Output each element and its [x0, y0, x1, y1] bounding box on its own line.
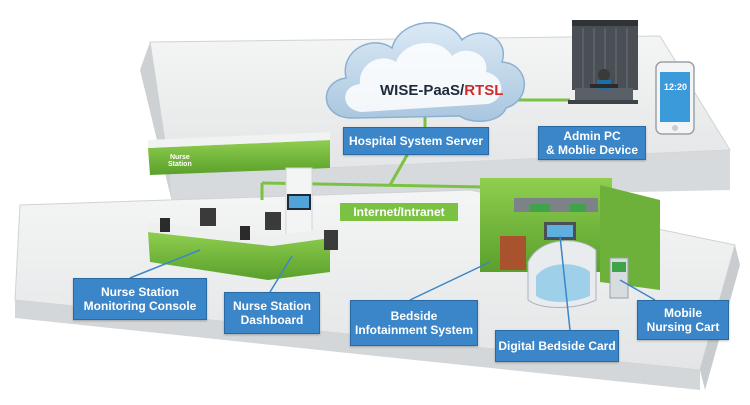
hospital-server-label: Hospital System Server	[348, 134, 484, 148]
cloud-label-main: WISE-PaaS/	[380, 82, 465, 99]
hospital-server-callout: Hospital System Server	[343, 127, 489, 155]
network-label-text: Internet/Intranet	[353, 205, 445, 219]
bedside-infotainment-callout: Bedside Infotainment System	[350, 300, 478, 346]
dashboard-label: Nurse Station Dashboard	[232, 299, 311, 327]
admin-pc-callout: Admin PC & Moblie Device	[538, 126, 646, 160]
mobile-phone-icon	[655, 61, 695, 135]
monitoring-console-label: Nurse Station Monitoring Console	[83, 285, 197, 313]
mobile-nursing-cart-label: Mobile Nursing Cart	[646, 306, 720, 334]
phone-time: 12:20	[664, 82, 688, 92]
dashboard-callout: Nurse Station Dashboard	[224, 292, 320, 334]
mobile-nursing-cart-callout: Mobile Nursing Cart	[637, 300, 729, 340]
cloud-label: WISE-PaaS/RTSL	[380, 82, 503, 99]
nurse-station-sign: Nurse Station	[168, 154, 192, 168]
bedside-infotainment-label: Bedside Infotainment System	[354, 309, 474, 337]
network-label: Internet/Intranet	[340, 203, 458, 221]
cloud-label-accent: RTSL	[464, 82, 504, 99]
callout-pointers	[129, 235, 656, 331]
admin-pc-label: Admin PC & Moblie Device	[545, 129, 639, 157]
cloud-icon	[325, 22, 525, 122]
digital-bedside-card-callout: Digital Bedside Card	[495, 330, 619, 362]
dashboard-screen-icon	[287, 194, 311, 210]
monitoring-console-callout: Nurse Station Monitoring Console	[73, 278, 207, 320]
patient-room-icon	[480, 178, 660, 308]
digital-bedside-card-label: Digital Bedside Card	[498, 339, 616, 353]
admin-desk-icon	[568, 69, 638, 104]
